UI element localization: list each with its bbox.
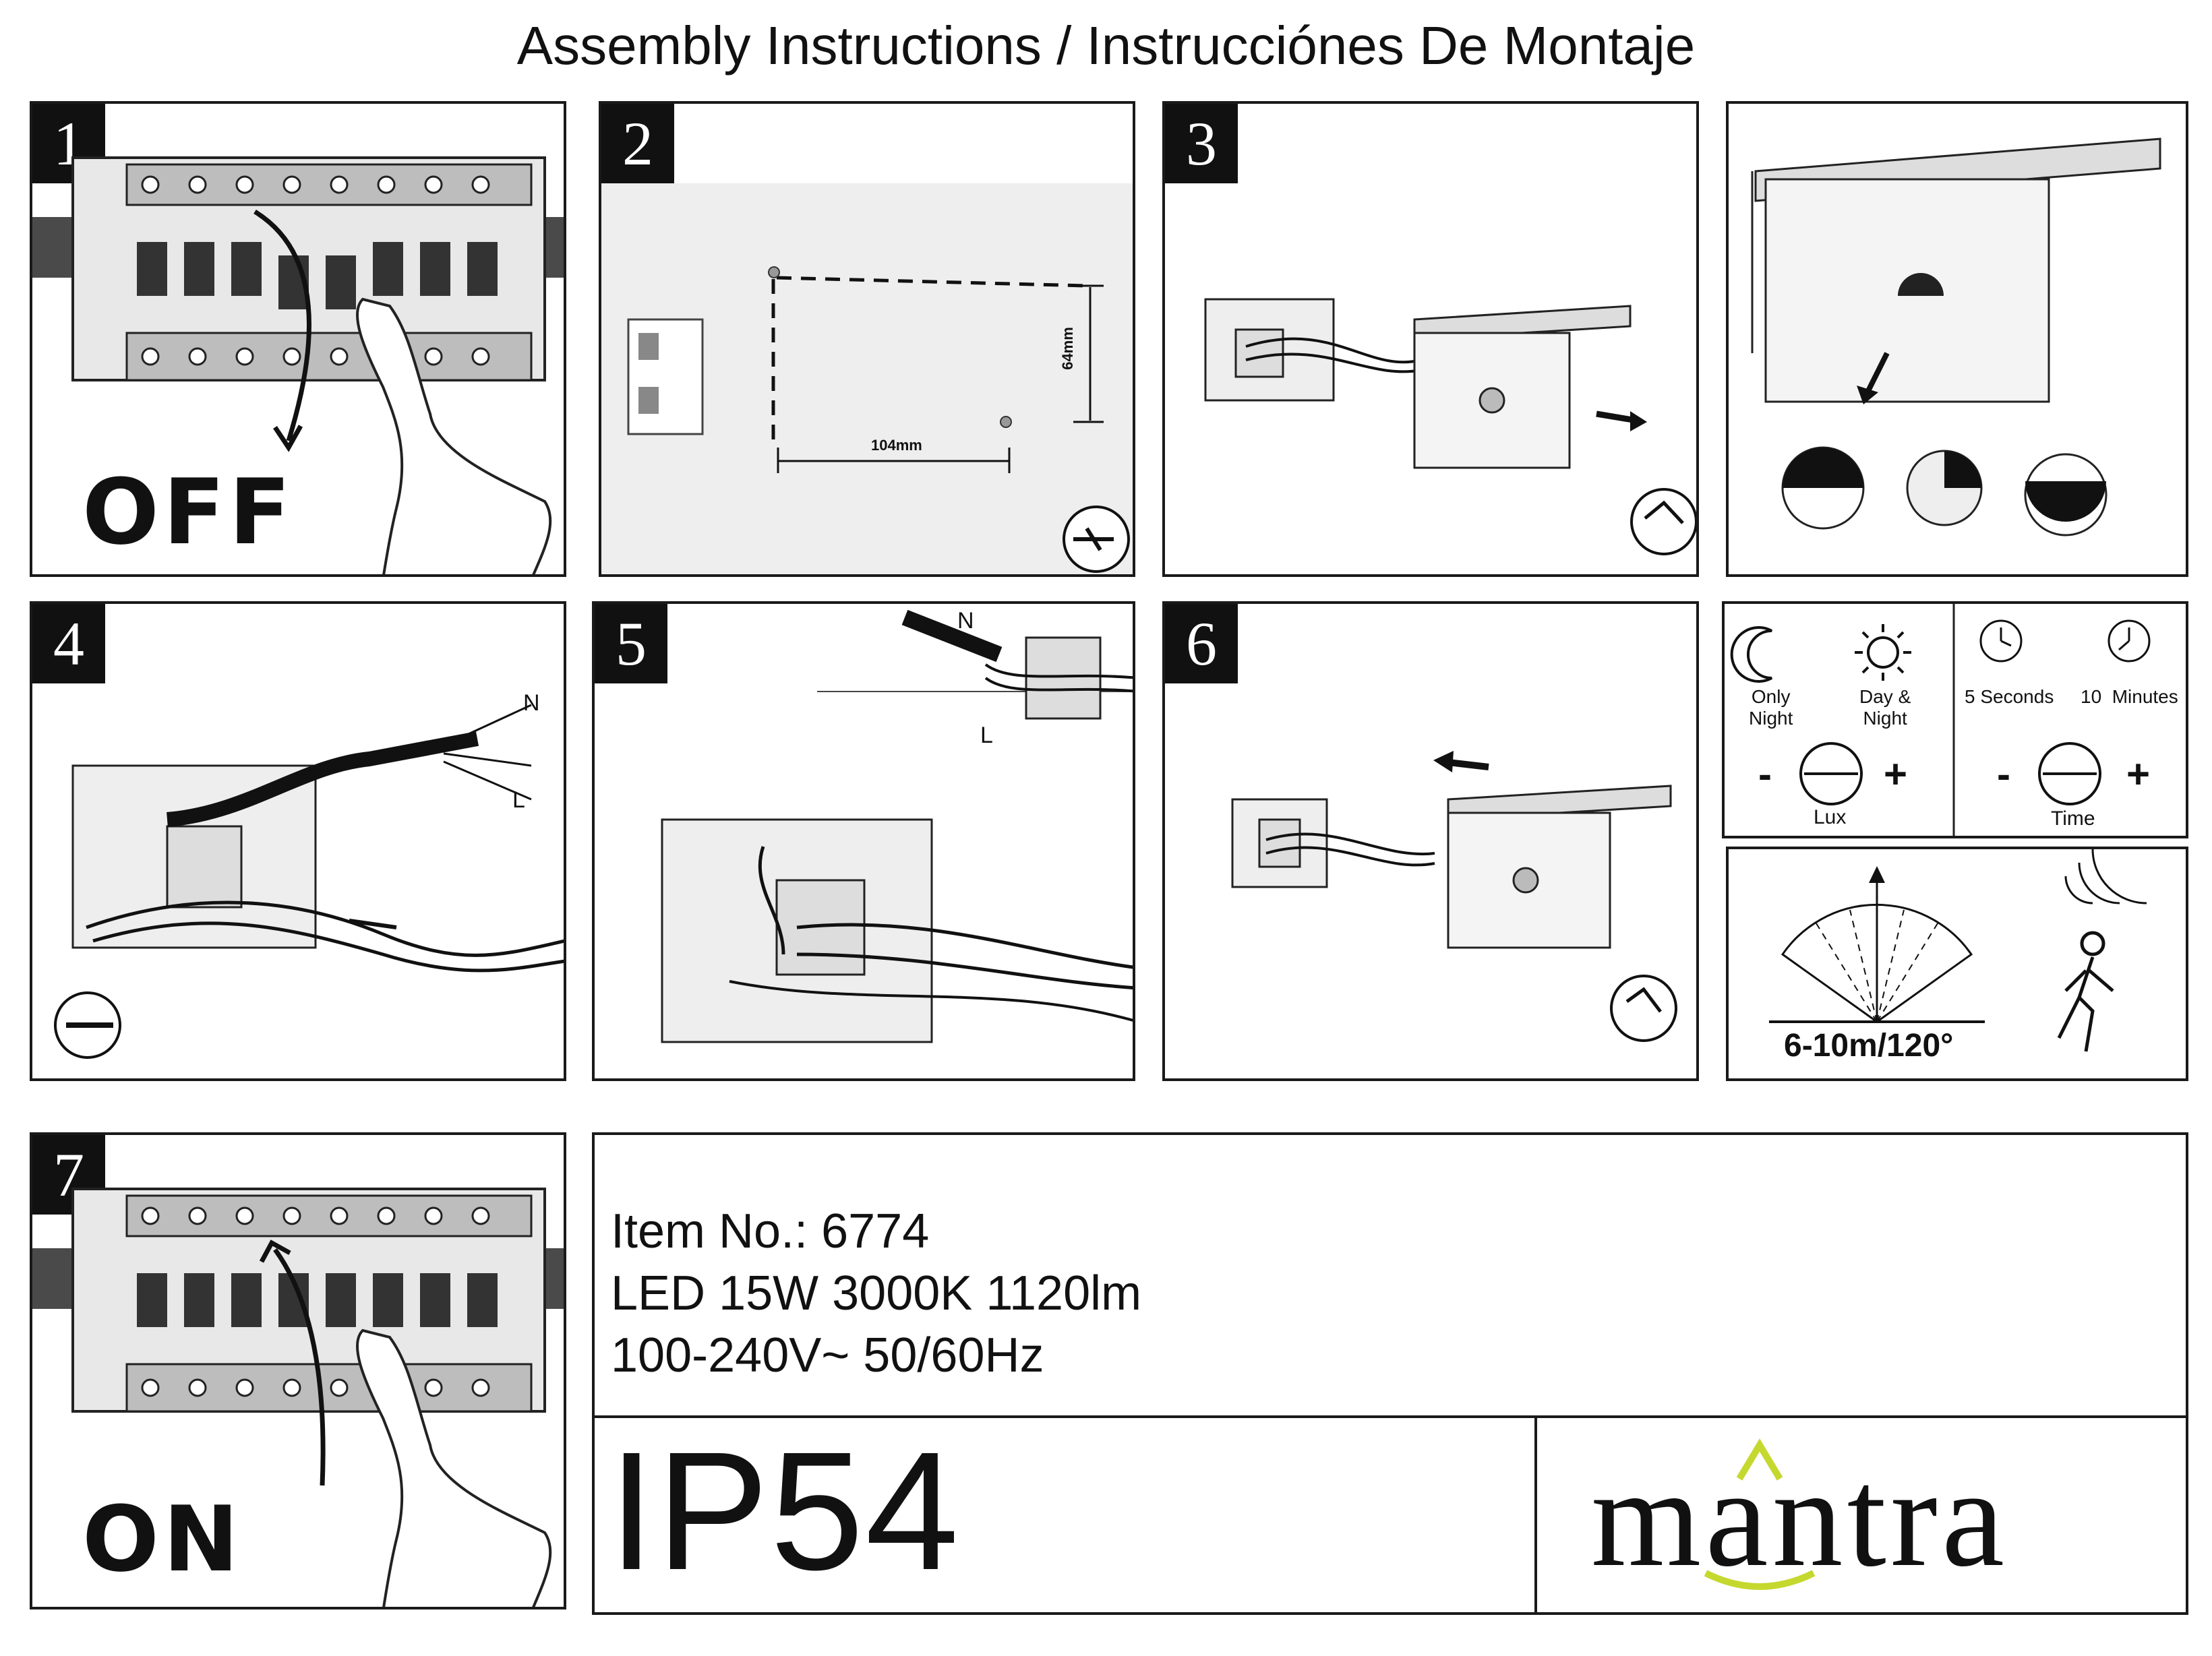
lamp-disassembly-diagram [1204, 298, 1696, 555]
wall-drilling-diagram [601, 183, 1133, 574]
dimension-vertical: 64mm [1058, 327, 1076, 370]
lux-right-label: Day & Night [1859, 686, 1911, 729]
detection-range: 6-10m/120° [1784, 1028, 1954, 1064]
drill-icon [1063, 505, 1130, 573]
logo-accent-icon [1704, 1438, 1816, 1590]
clock-icon [1979, 619, 2151, 663]
wiring-diagram [54, 704, 564, 1059]
on-label: ON [82, 1487, 243, 1592]
time-plus: + [2126, 752, 2151, 797]
wire-label-l: L [512, 787, 525, 813]
terminal-connection-diagram [661, 609, 1133, 1043]
step-4-panel: 4 N L [30, 601, 566, 1081]
hand-icon [356, 1328, 552, 1607]
sensor-panel [1726, 101, 2188, 577]
time-right-label: 10 Minutes [2081, 686, 2178, 707]
lux-dial [1799, 742, 1863, 805]
lux-plus: + [1884, 752, 1908, 797]
detection-diagram [1769, 849, 2147, 1052]
detection-panel: 6-10m/120° [1726, 847, 2188, 1081]
moon-icon [1730, 626, 1772, 683]
step-number: 6 [1165, 604, 1238, 683]
lux-caption: Lux [1814, 806, 1847, 828]
sun-icon [1855, 624, 1911, 681]
sensor-icon [1751, 137, 2161, 536]
item-number: Item No.: 6774 [611, 1204, 930, 1258]
lux-minus: - [1758, 752, 1772, 797]
time-minus: - [1997, 752, 2010, 797]
info-vertical-divider [1534, 1415, 1537, 1612]
motion-waves-icon [2064, 849, 2147, 904]
step-3-panel: 3 [1162, 101, 1699, 577]
step-number: 4 [32, 604, 105, 683]
lamp-assembly-diagram [1231, 751, 1677, 1042]
info-divider [595, 1415, 2186, 1418]
step-number: 5 [595, 604, 667, 683]
settings-panel: Only Night Day & Night - + Lux 5 Seconds… [1722, 601, 2188, 838]
dimension-horizontal: 104mm [871, 437, 922, 454]
voltage-spec: 100-240V~ 50/60Hz [611, 1328, 1044, 1382]
lamp-icon [1413, 305, 1632, 469]
brand-logo: mantra [1591, 1440, 2009, 1596]
settings-icons [1730, 604, 2151, 836]
led-spec: LED 15W 3000K 1120lm [611, 1266, 1142, 1320]
step-5-panel: 5 N L [592, 601, 1135, 1081]
time-caption: Time [2051, 807, 2095, 830]
ip-rating: IP54 [608, 1417, 961, 1605]
ip-rating-box: IP54 [595, 1417, 1534, 1612]
off-label: OFF [82, 460, 295, 565]
walking-person-icon [2057, 931, 2114, 1052]
step-1-panel: 1 OFF [30, 101, 566, 577]
step-number: 3 [1165, 104, 1238, 183]
step-number: 2 [601, 104, 674, 183]
brand-box: mantra [1537, 1418, 2186, 1612]
lux-left-label: Only Night [1749, 686, 1793, 729]
wire-label-n: N [523, 690, 540, 716]
info-panel: Item No.: 6774 LED 15W 3000K 1120lm 100-… [592, 1132, 2188, 1615]
page-title: Assembly Instructions / Instrucciónes De… [516, 16, 1696, 75]
wire-label-n: N [957, 608, 974, 634]
breaker-panel-icon [32, 156, 564, 574]
screwdriver-icon [54, 991, 121, 1059]
step-6-panel: 6 [1162, 601, 1699, 1081]
time-dial [2038, 742, 2101, 805]
hand-icon [356, 297, 552, 574]
time-left-label: 5 Seconds [1965, 686, 2054, 707]
breaker-panel-icon [32, 1188, 564, 1607]
step-number: 1 [32, 104, 105, 183]
step-2-panel: 2 64mm 104mm [599, 101, 1135, 577]
step-7-panel: 7 ON [30, 1132, 566, 1609]
wire-label-l: L [980, 723, 993, 748]
